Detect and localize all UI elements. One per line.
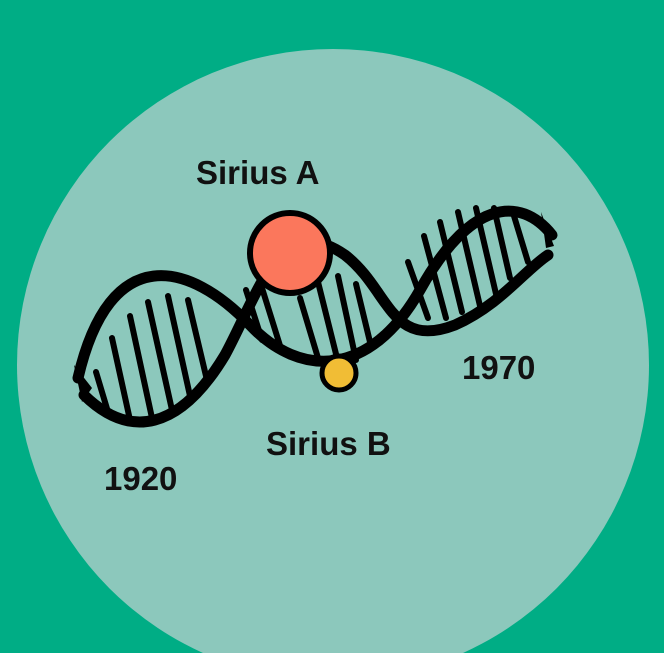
sirius-a-dot — [250, 213, 330, 293]
year-end-label: 1970 — [462, 351, 535, 384]
sirius-b-dot — [322, 356, 356, 390]
year-start-label: 1920 — [104, 462, 177, 495]
sirius-a-label: Sirius A — [196, 156, 319, 189]
sirius-b-label: Sirius B — [266, 427, 391, 460]
